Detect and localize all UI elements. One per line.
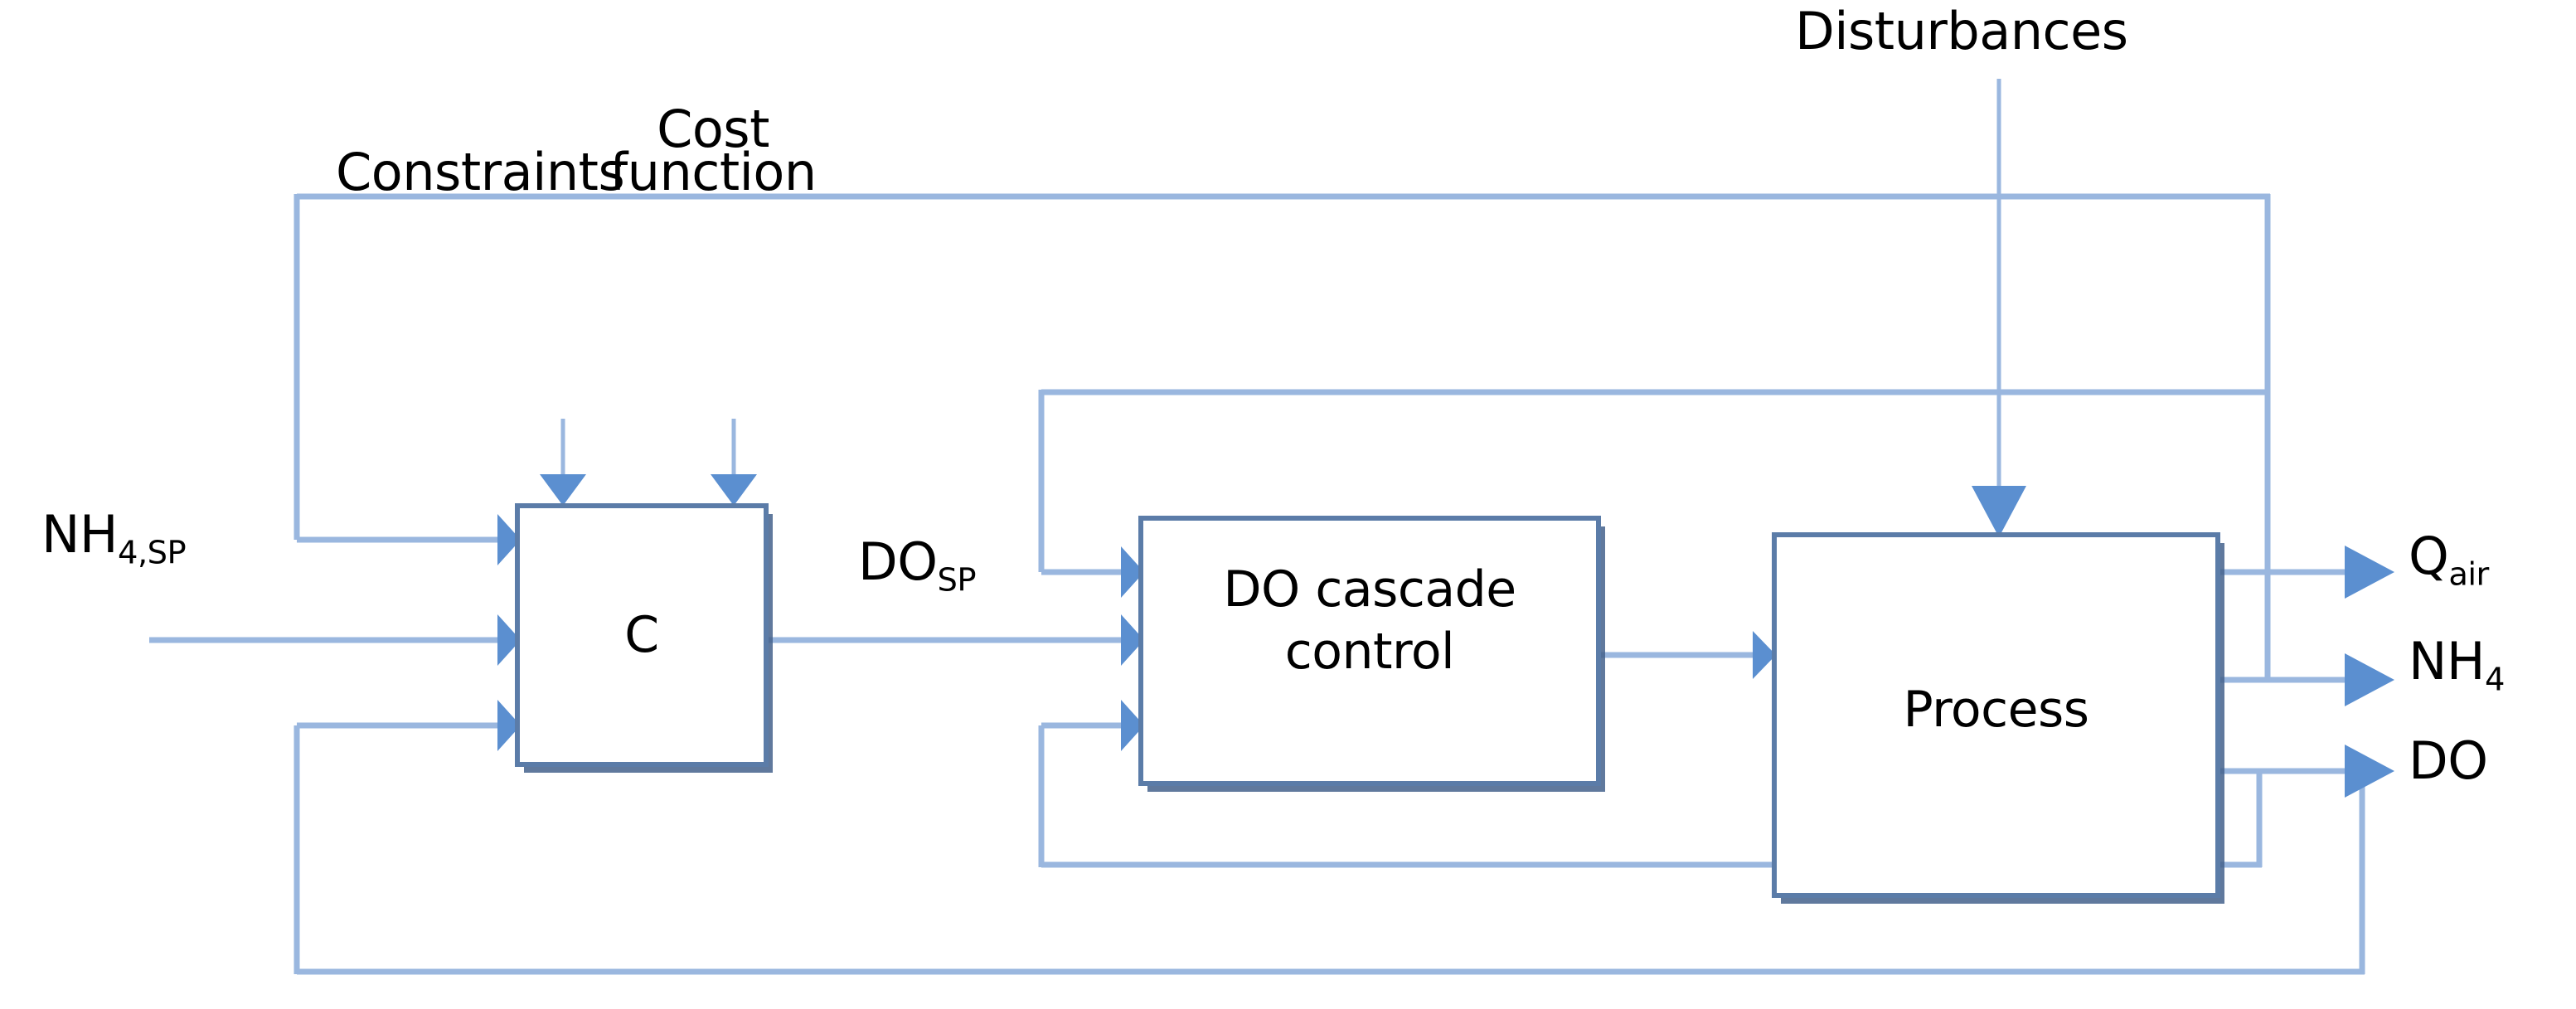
do-cascade-block-label-line2: control: [1284, 623, 1455, 681]
do-cascade-block[interactable]: [1138, 516, 1601, 786]
output-qair-subscript: air: [2448, 555, 2489, 594]
constraints-label: Constraints: [336, 142, 625, 202]
output-qair-label: Qair: [2409, 529, 2489, 592]
cost-function-label-line1: Cost: [657, 99, 769, 159]
do-sp-label: DOSP: [858, 535, 977, 599]
nh4-sp-base: NH: [41, 504, 119, 565]
arrowhead-output-nh4: [2345, 653, 2394, 706]
arrowhead-do-cascade-input-top: [1121, 546, 1144, 598]
arrowhead-controller-input-top: [497, 514, 521, 565]
arrowhead-output-qair: [2345, 546, 2394, 599]
nh4-sp-label: NH4,SP: [41, 504, 187, 572]
arrowhead-disturbances: [1972, 486, 2026, 537]
arrowhead-controller-input-middle: [497, 614, 521, 666]
output-qair-base: Q: [2409, 526, 2449, 586]
disturbances-label: Disturbances: [1795, 1, 2128, 61]
do-cascade-block-label: DO cascade control: [1141, 564, 1598, 678]
process-block-label: Process: [1903, 681, 2089, 739]
arrowhead-output-do: [2345, 745, 2394, 798]
controller-block-label: C: [624, 606, 659, 664]
controller-block[interactable]: [515, 503, 769, 767]
output-do-label: DO: [2409, 730, 2488, 791]
do-sp-base: DO: [858, 531, 938, 592]
arrowhead-process-input: [1753, 631, 1776, 679]
output-nh4-subscript: 4: [2485, 661, 2505, 699]
cost-function-label-line2: function: [609, 142, 817, 202]
arrowhead-do-cascade-input-middle: [1121, 614, 1144, 666]
arrowhead-controller-input-bottom: [497, 700, 521, 751]
do-cascade-block-label-line1: DO cascade: [1223, 560, 1516, 618]
output-nh4-base: NH: [2409, 631, 2486, 691]
arrowhead-constraints: [540, 474, 586, 506]
output-nh4-label: NH4: [2409, 634, 2505, 697]
arrowhead-do-cascade-input-bottom: [1121, 700, 1144, 751]
nh4-sp-subscript: 4,SP: [118, 534, 187, 572]
do-sp-subscript: SP: [937, 561, 977, 599]
arrowhead-cost-function: [711, 474, 757, 506]
process-block[interactable]: [1772, 532, 2220, 898]
